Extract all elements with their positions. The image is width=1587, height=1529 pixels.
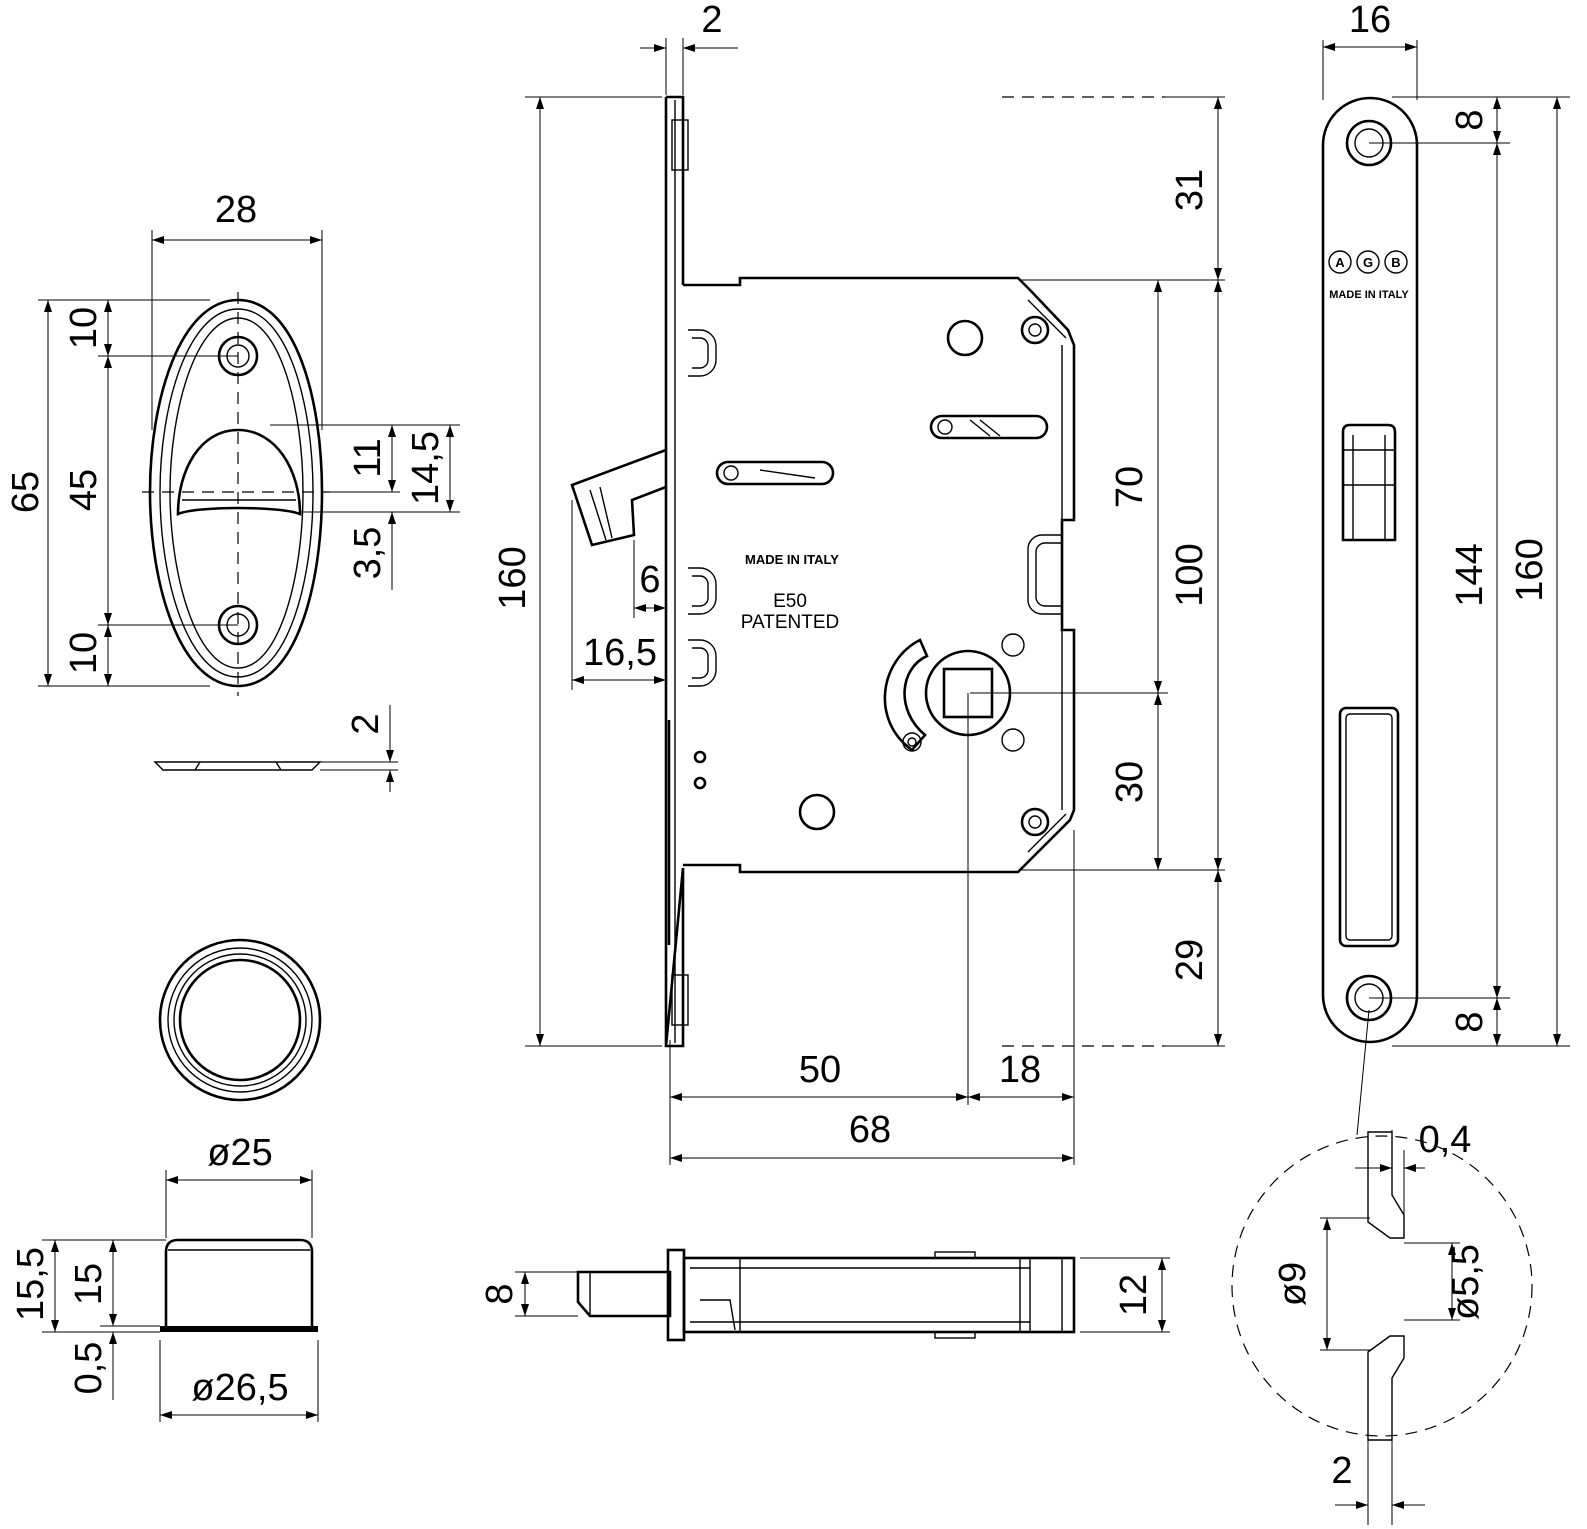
strike-hole-span-label: 45: [63, 469, 105, 511]
depth-label: 68: [849, 1109, 891, 1151]
model-text: E50: [773, 591, 807, 612]
lock-body: [570, 95, 1076, 1048]
strike-opening-label: 11: [347, 438, 389, 477]
backset-label: 50: [799, 1049, 841, 1091]
strike-plate-dimensions: [38, 230, 460, 792]
brand-letter-g: G: [1363, 255, 1373, 270]
strike-height-label: 65: [5, 471, 47, 513]
lower-pitch-label: 30: [1109, 761, 1151, 803]
cap-dimensions: [42, 1170, 319, 1422]
countersink-detail: [1231, 1009, 1533, 1525]
cap-base-diameter-label: ø26,5: [191, 1367, 288, 1409]
strike-offset-label: 3,5: [347, 527, 389, 580]
faceplate-hole-top-label: 8: [1449, 109, 1491, 130]
faceplate-width-label: 16: [1349, 0, 1391, 41]
brand-letter-a: A: [1335, 255, 1345, 270]
strike-thickness-label: 2: [345, 713, 387, 734]
cap-height-total-label: 15,5: [10, 1247, 52, 1321]
latch-offset-label: 16,5: [583, 632, 657, 674]
brand-logo: [1328, 250, 1408, 274]
faceplate-height-label: 160: [1509, 538, 1551, 601]
model-note-text: PATENTED: [741, 612, 840, 633]
case-height-label: 100: [1169, 543, 1211, 606]
cap-side-view: [160, 1238, 318, 1332]
cap-height-label: 15: [68, 1263, 110, 1305]
faceplate-front: [1321, 96, 1419, 1044]
faceplate-thickness-label: 2: [701, 0, 722, 41]
brand-note-text: MADE IN ITALY: [1329, 289, 1409, 301]
cap-top-view: [158, 938, 322, 1102]
bolt-pitch-label: 70: [1109, 466, 1151, 508]
rear-label: 18: [999, 1049, 1041, 1091]
brand-letter-b: B: [1391, 255, 1400, 270]
strike-plate: [142, 292, 330, 771]
body-thickness-label: 12: [1113, 1274, 1155, 1316]
top-offset-label: 31: [1169, 169, 1211, 211]
countersink-label: ø9: [1272, 1262, 1314, 1306]
bottom-view: [576, 1248, 1076, 1342]
bottom-offset-label: 29: [1169, 939, 1211, 981]
faceplate-hole-span-label: 144: [1449, 543, 1491, 606]
strike-opening-total-label: 14,5: [405, 431, 447, 505]
strike-hole-top-label: 10: [63, 307, 105, 349]
plate-thickness-label: 2: [1331, 1450, 1352, 1492]
lock-body-dimensions: [525, 38, 1225, 1165]
body-marking-text: MADE IN ITALY: [745, 552, 839, 567]
cap-top-diameter-label: ø25: [207, 1132, 272, 1174]
sheet-thickness-label: 0,4: [1419, 1119, 1472, 1161]
faceplate-dimensions: [1322, 40, 1570, 1047]
latch-small-label: 6: [639, 559, 660, 601]
spindle-label: 8: [479, 1283, 521, 1304]
strike-hole-bottom-label: 10: [63, 632, 105, 674]
cap-base-label: 0,5: [68, 1342, 110, 1395]
bottom-view-dimensions: [515, 1257, 1170, 1333]
hole-diameter-label: ø5,5: [1445, 1244, 1487, 1320]
strike-width-label: 28: [215, 189, 257, 231]
faceplate-hole-bottom-label: 8: [1449, 1011, 1491, 1032]
body-height-label: 160: [492, 546, 534, 609]
